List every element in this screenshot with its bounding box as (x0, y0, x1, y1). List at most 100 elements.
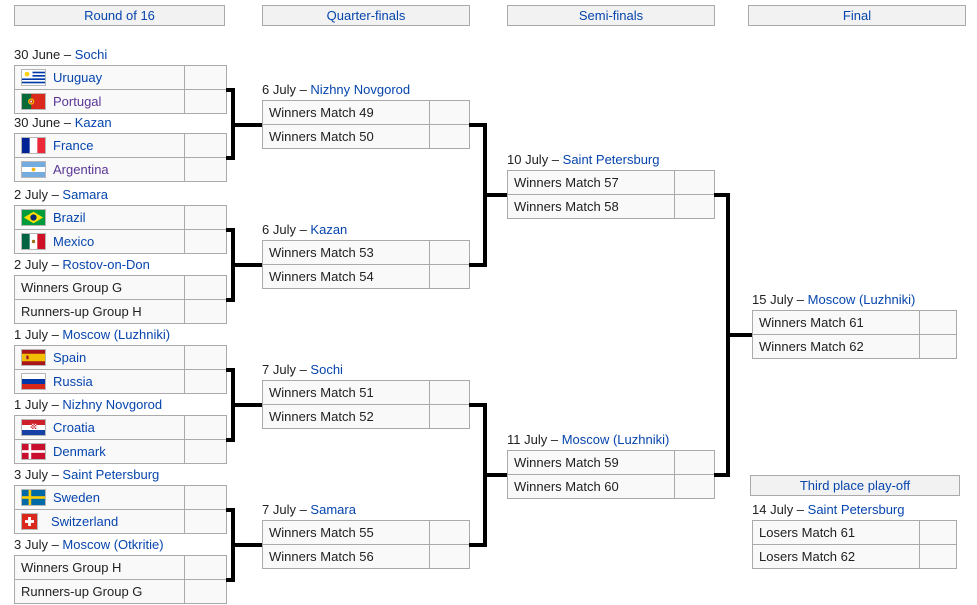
team-link-denmark[interactable]: Denmark (53, 444, 106, 459)
team-link-brazil[interactable]: Brazil (53, 210, 86, 225)
team-link-croatia[interactable]: Croatia (53, 420, 95, 435)
score-cell (674, 171, 714, 194)
match-date-moscow-otkritie: 3 July – Moscow (Otkritie) (14, 537, 164, 553)
score-cell (429, 125, 469, 148)
round-header-semi-finals: Semi-finals (507, 5, 715, 26)
date-text: 1 July – (14, 397, 63, 412)
date-text: 3 July – (14, 537, 63, 552)
score-cell (919, 521, 956, 544)
team-cell: Brazil (15, 206, 184, 229)
venue-link-moscow-luzhniki[interactable]: Moscow (Luzhniki) (561, 432, 670, 447)
bracket-connector (231, 543, 262, 547)
bracket-connector (226, 368, 235, 372)
team-cell: Winners Match 53 (263, 241, 429, 264)
team-row: Sweden (15, 486, 226, 509)
venue-link-saint-petersburg[interactable]: Saint Petersburg (562, 152, 660, 167)
score-cell (184, 300, 226, 323)
venue-link-sochi[interactable]: Sochi (310, 362, 343, 377)
match-date-samara: 2 July – Samara (14, 187, 108, 203)
team-row: Winners Match 50 (263, 124, 469, 148)
team-placeholder-winners-group-g: Winners Group G (21, 280, 123, 295)
date-text: 6 July – (262, 82, 311, 97)
score-cell (429, 405, 469, 428)
score-cell (184, 90, 226, 113)
venue-link-saint-petersburg[interactable]: Saint Petersburg (807, 502, 905, 517)
team-placeholder-losers-match-62: Losers Match 62 (759, 549, 856, 564)
flag-icon-argentina (21, 161, 46, 178)
team-cell: Winners Match 61 (753, 311, 919, 334)
team-link-france[interactable]: France (53, 138, 94, 153)
venue-link-kazan[interactable]: Kazan (310, 222, 348, 237)
team-placeholder-winners-match-49: Winners Match 49 (269, 105, 374, 120)
flag-icon-portugal (21, 93, 46, 110)
team-placeholder-winners-match-55: Winners Match 55 (269, 525, 374, 540)
venue-link-samara[interactable]: Samara (62, 187, 108, 202)
match-date-samara: 7 July – Samara (262, 502, 356, 518)
round-header-third-place: Third place play-off (750, 475, 960, 496)
team-link-sweden[interactable]: Sweden (53, 490, 100, 505)
team-row: Winners Match 61 (753, 311, 956, 334)
round-of-16-link[interactable]: Round of 16 (84, 8, 155, 23)
team-row: Runners-up Group G (15, 579, 226, 603)
date-text: 7 July – (262, 502, 311, 517)
venue-link-moscow-luzhniki[interactable]: Moscow (Luzhniki) (807, 292, 916, 307)
venue-link-samara[interactable]: Samara (310, 502, 356, 517)
team-placeholder-winners-match-58: Winners Match 58 (514, 199, 619, 214)
date-text: 14 July – (752, 502, 808, 517)
semi-finals-link[interactable]: Semi-finals (578, 8, 644, 23)
team-row: Portugal (15, 89, 226, 113)
team-cell: Winners Match 56 (263, 545, 429, 568)
match-date-saint-petersburg: 3 July – Saint Petersburg (14, 467, 159, 483)
team-link-uruguay[interactable]: Uruguay (53, 70, 103, 85)
venue-link-nizhny-novgorod[interactable]: Nizhny Novgorod (310, 82, 411, 97)
score-cell (429, 101, 469, 124)
venue-link-saint-petersburg[interactable]: Saint Petersburg (62, 467, 160, 482)
match-box: Winners Match 55 Winners Match 56 (262, 520, 470, 569)
team-row: Losers Match 62 (753, 544, 956, 568)
bracket-connector (714, 193, 730, 197)
team-link-spain[interactable]: Spain (53, 350, 87, 365)
team-cell: Uruguay (15, 66, 184, 89)
team-cell: Winners Match 55 (263, 521, 429, 544)
venue-link-nizhny-novgorod[interactable]: Nizhny Novgorod (62, 397, 163, 412)
match-date-moscow-luzhniki: 11 July – Moscow (Luzhniki) (507, 432, 669, 448)
team-link-switzerland[interactable]: Switzerland (51, 514, 119, 529)
final-link[interactable]: Final (842, 8, 872, 23)
flag-icon-brazil (21, 209, 46, 226)
bracket-connector (469, 263, 487, 267)
team-link-mexico[interactable]: Mexico (53, 234, 95, 249)
team-cell: Losers Match 62 (753, 545, 919, 568)
team-row: Winners Match 59 (508, 451, 714, 474)
match-date-nizhny-novgorod: 1 July – Nizhny Novgorod (14, 397, 162, 413)
team-cell: Winners Match 59 (508, 451, 674, 474)
quarter-finals-link[interactable]: Quarter-finals (326, 8, 406, 23)
team-cell: Winners Match 54 (263, 265, 429, 288)
team-row: Uruguay (15, 66, 226, 89)
date-text: 10 July – (507, 152, 563, 167)
venue-link-rostov-on-don[interactable]: Rostov-on-Don (62, 257, 150, 272)
team-link-russia[interactable]: Russia (53, 374, 93, 389)
team-cell: Russia (15, 370, 184, 393)
date-text: 30 June – (14, 47, 75, 62)
venue-link-sochi[interactable]: Sochi (74, 47, 108, 62)
venue-link-moscow-luzhniki[interactable]: Moscow (Luzhniki) (62, 327, 171, 342)
flag-icon-croatia (21, 419, 46, 436)
match-date-sochi: 7 July – Sochi (262, 362, 343, 378)
score-cell (184, 276, 226, 299)
team-link-argentina[interactable]: Argentina (53, 162, 109, 177)
team-cell: Denmark (15, 440, 184, 463)
score-cell (674, 451, 714, 474)
team-row: Losers Match 61 (753, 521, 956, 544)
score-cell (184, 510, 226, 533)
team-cell: Winners Group H (15, 556, 184, 579)
team-link-portugal[interactable]: Portugal (53, 94, 102, 109)
flag-icon-switzerland (21, 513, 38, 530)
venue-link-moscow-otkritie[interactable]: Moscow (Otkritie) (62, 537, 164, 552)
venue-link-kazan[interactable]: Kazan (74, 115, 112, 130)
score-cell (184, 158, 226, 181)
team-cell: Croatia (15, 416, 184, 439)
third-place-link[interactable]: Third place play-off (799, 478, 911, 493)
